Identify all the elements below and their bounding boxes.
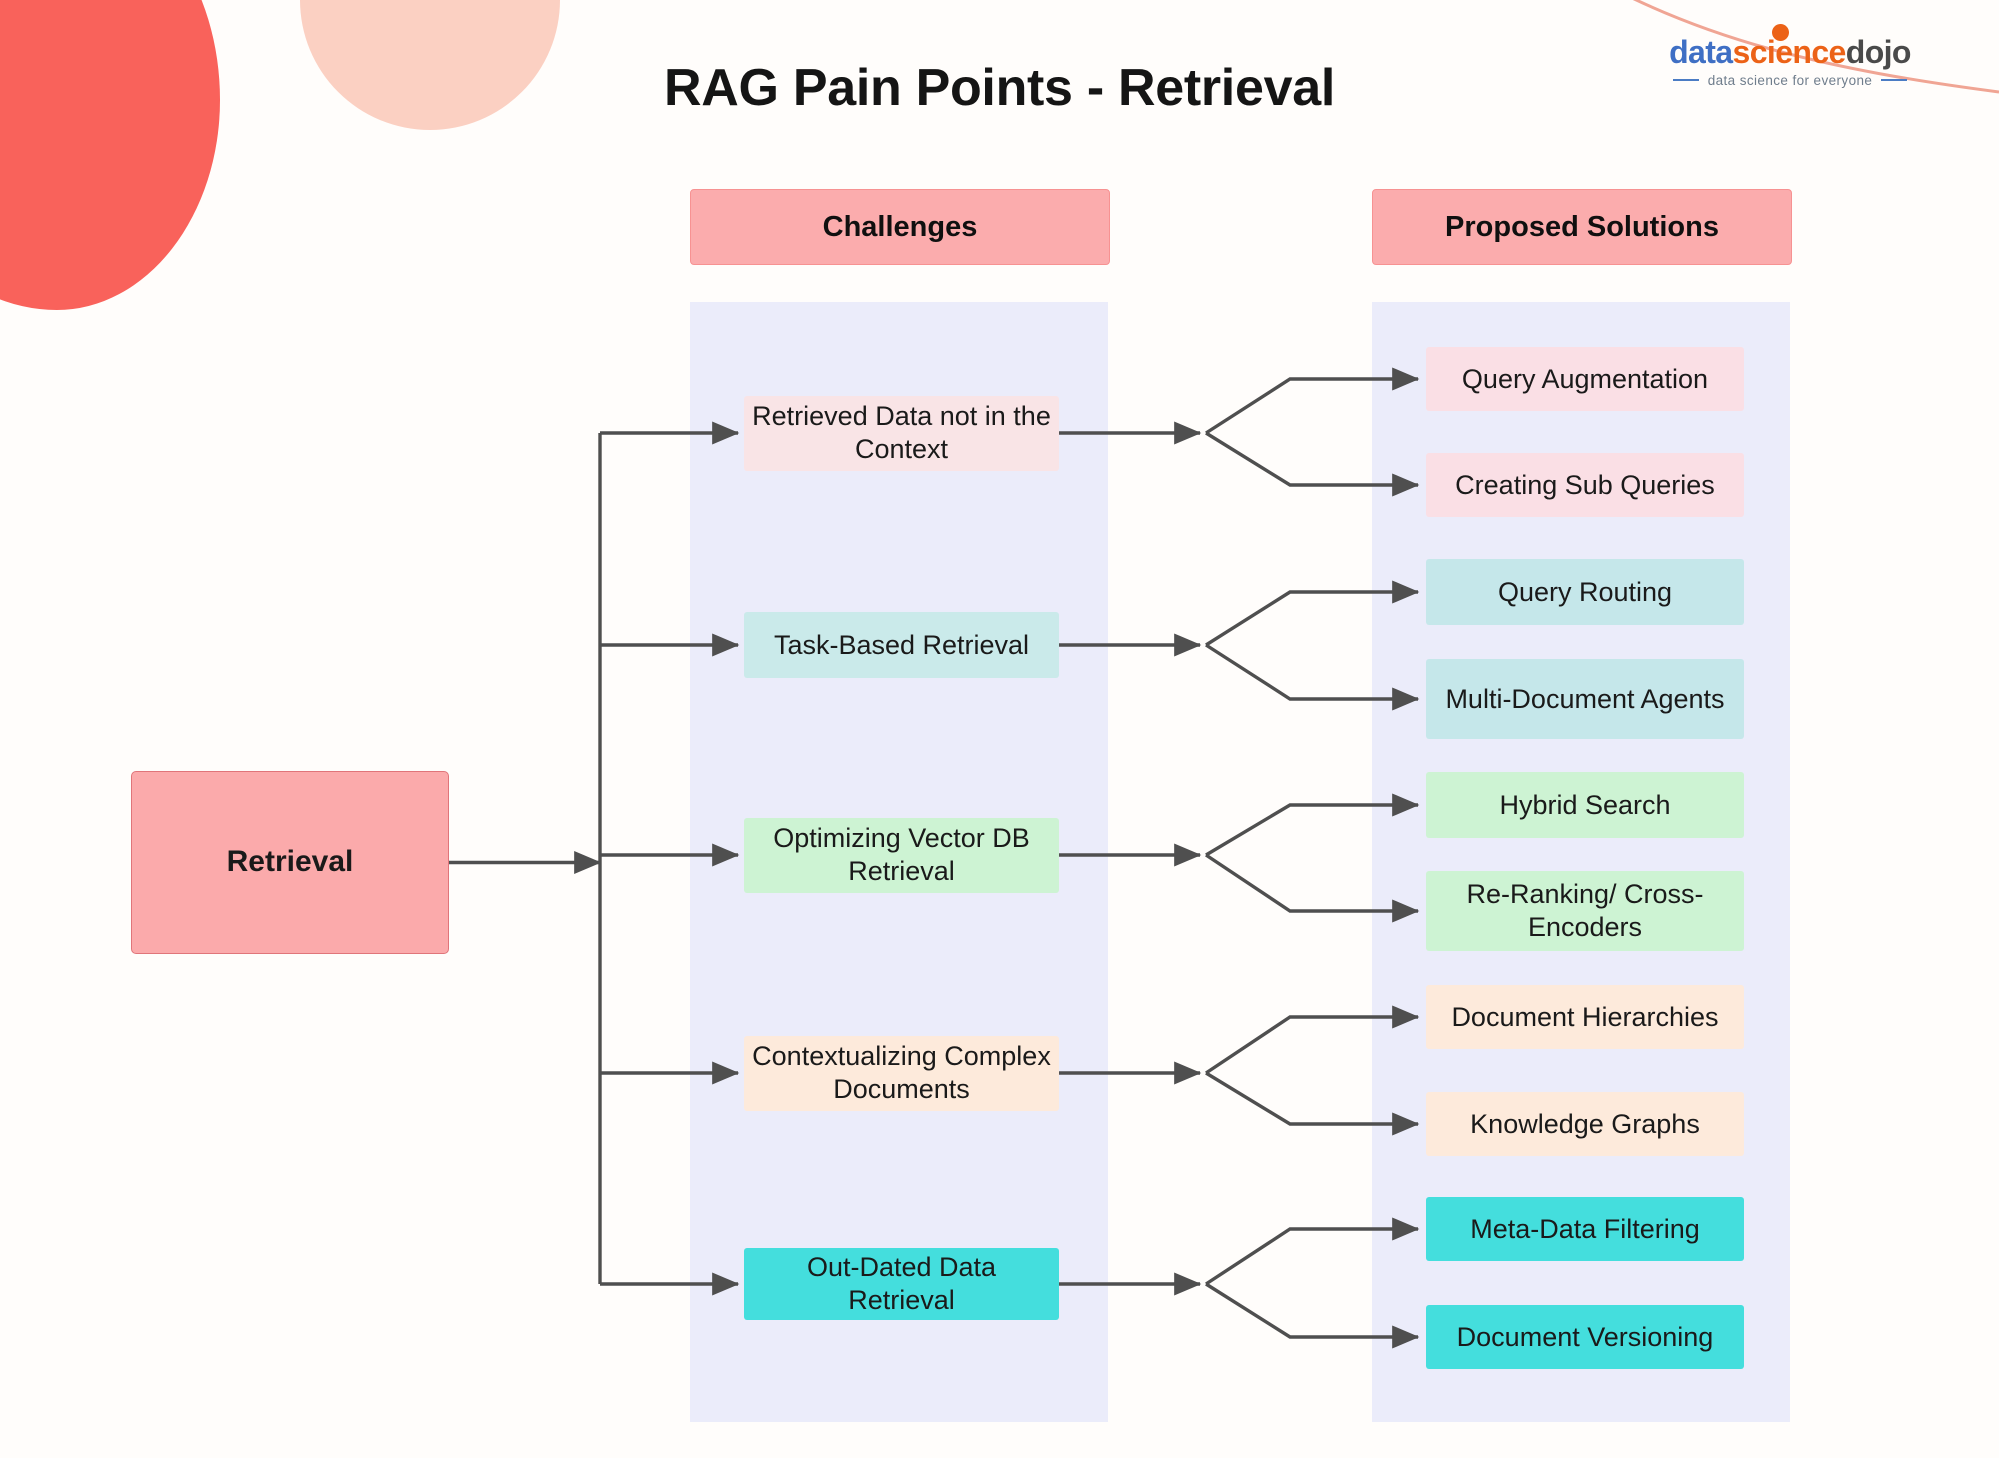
page-title: RAG Pain Points - Retrieval [664, 59, 1335, 117]
solution-node-5-1[interactable]: Meta-Data Filtering [1426, 1197, 1744, 1261]
challenge-node-2[interactable]: Task-Based Retrieval [744, 612, 1059, 678]
solution-node-3-1[interactable]: Hybrid Search [1426, 772, 1744, 838]
tagline-rule-left-icon [1672, 79, 1699, 82]
logo-tagline: data science for everyone [1707, 72, 1873, 88]
root-node-retrieval[interactable]: Retrieval [131, 771, 449, 954]
logo-word-dojo: dojo [1845, 34, 1912, 70]
decorative-blob-coral [0, 0, 220, 310]
solution-node-2-2[interactable]: Multi-Document Agents [1426, 659, 1744, 739]
challenge-node-5[interactable]: Out-Dated Data Retrieval [744, 1248, 1059, 1320]
challenges-column-header: Challenges [690, 189, 1110, 265]
logo-word-science: science [1732, 34, 1847, 70]
solution-node-5-2[interactable]: Document Versioning [1426, 1305, 1744, 1369]
challenge-node-4[interactable]: Contextualizing Complex Documents [744, 1035, 1059, 1111]
solution-node-2-1[interactable]: Query Routing [1426, 559, 1744, 625]
datasciencedojo-logo: datasciencedojo data science for everyon… [1640, 24, 1940, 88]
logo-tagline-row: data science for everyone [1640, 73, 1940, 88]
logo-dot-icon [1772, 24, 1789, 41]
logo-wordmark: datasciencedojo [1640, 24, 1940, 70]
solution-node-4-1[interactable]: Document Hierarchies [1426, 985, 1744, 1049]
challenge-node-3[interactable]: Optimizing Vector DB Retrieval [744, 817, 1059, 893]
solutions-column-header: Proposed Solutions [1372, 189, 1792, 265]
logo-word-data: data [1669, 34, 1733, 70]
tagline-rule-right-icon [1881, 79, 1908, 82]
solution-node-4-2[interactable]: Knowledge Graphs [1426, 1092, 1744, 1156]
solution-node-1-2[interactable]: Creating Sub Queries [1426, 453, 1744, 517]
solution-node-3-2[interactable]: Re-Ranking/ Cross-Encoders [1426, 871, 1744, 951]
solution-node-1-1[interactable]: Query Augmentation [1426, 347, 1744, 411]
challenge-node-1[interactable]: Retrieved Data not in the Context [744, 395, 1059, 471]
